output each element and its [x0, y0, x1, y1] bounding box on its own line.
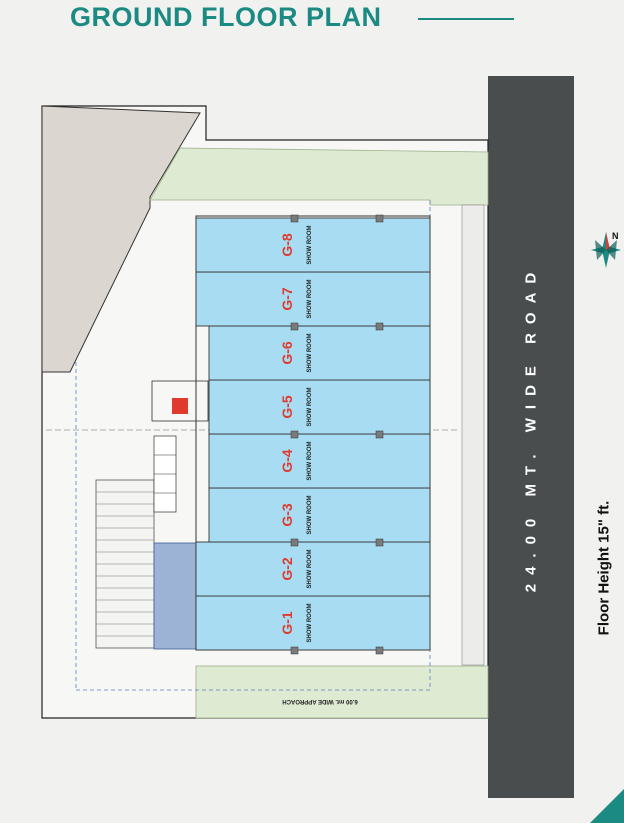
unit-type: SHOW ROOM	[307, 334, 313, 373]
top-green-strip	[149, 147, 489, 206]
unit-label: G-3	[279, 503, 295, 527]
unit-type: SHOW ROOM	[307, 442, 313, 481]
parking-block	[95, 479, 155, 649]
column-markers	[290, 214, 384, 655]
unit-g-4: G-4 SHOW ROOM	[208, 433, 431, 489]
slope-strip	[461, 204, 485, 666]
unit-g-3: G-3 SHOW ROOM	[208, 487, 431, 543]
unit-label: G-1	[279, 611, 295, 635]
unit-type: SHOW ROOM	[307, 388, 313, 427]
north-compass-icon: N	[591, 231, 621, 268]
title-underline	[418, 18, 514, 20]
bottom-green-strip	[195, 665, 489, 719]
unit-g-6: G-6 SHOW ROOM	[208, 325, 431, 381]
unit-type: SHOW ROOM	[307, 280, 313, 319]
unit-label: G-4	[279, 449, 295, 473]
unit-type: SHOW ROOM	[307, 604, 313, 643]
road-band	[488, 76, 574, 798]
unit-label: G-5	[279, 395, 295, 419]
adjacent-plot	[41, 105, 201, 373]
unit-label: G-2	[279, 557, 295, 581]
approach-label: 6.00 mt. WIDE APPROACH	[282, 698, 357, 704]
unit-g-7: G-7 SHOW ROOM	[195, 271, 431, 327]
unit-type: SHOW ROOM	[307, 550, 313, 589]
unit-g-2: G-2 SHOW ROOM	[195, 541, 431, 597]
unit-label: G-7	[279, 287, 295, 311]
page-title: GROUND FLOOR PLAN	[70, 2, 382, 32]
unit-g-8: G-8 SHOW ROOM	[195, 217, 431, 273]
unit-type: SHOW ROOM	[307, 496, 313, 535]
unit-g-5: G-5 SHOW ROOM	[208, 379, 431, 435]
compass-letter: N	[612, 231, 619, 241]
corner-accent	[590, 789, 624, 823]
unit-g-1: G-1 SHOW ROOM	[195, 595, 431, 651]
service-core	[153, 542, 197, 650]
unit-label: G-6	[279, 341, 295, 365]
stair-lift-core	[151, 380, 209, 513]
unit-type: SHOW ROOM	[307, 226, 313, 265]
unit-label: G-8	[279, 233, 295, 257]
